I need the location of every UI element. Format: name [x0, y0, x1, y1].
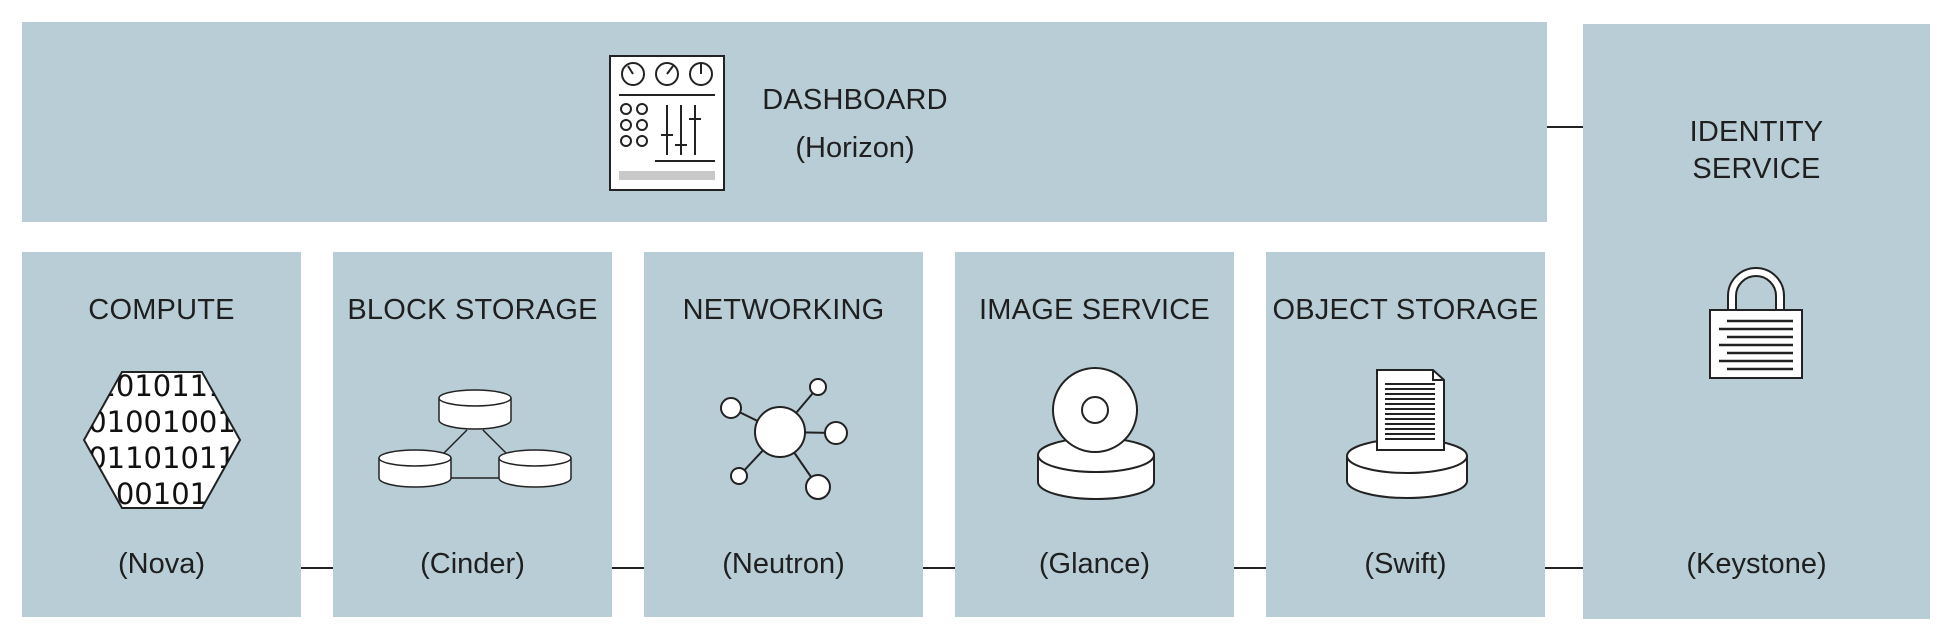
padlock-icon [1709, 267, 1803, 379]
service-title-compute: COMPUTE [88, 294, 235, 326]
dashboard-title: DASHBOARD [762, 84, 948, 116]
connector-block-networking [612, 567, 644, 569]
service-codename-image-service: (Glance) [1038, 548, 1151, 580]
connector-dashboard-identity [1547, 126, 1583, 128]
control-panel-icon [609, 55, 725, 191]
dashboard-codename: (Horizon) [795, 132, 915, 164]
connector-compute-block [301, 567, 333, 569]
connected-disks-icon [378, 389, 572, 488]
service-codename-compute: (Nova) [117, 548, 205, 580]
binary-row-2: 01001001 [88, 405, 236, 439]
connector-image-object [1234, 567, 1266, 569]
identity-codename: (Keystone) [1686, 548, 1827, 580]
binary-row-3: 01101011 [88, 441, 236, 475]
service-codename-networking: (Neutron) [722, 548, 845, 580]
connector-object-identity [1545, 567, 1583, 569]
dashboard-panel [22, 22, 1547, 222]
service-codename-object-storage: (Swift) [1364, 548, 1447, 580]
identity-title-line2: SERVICE [1692, 153, 1821, 185]
service-codename-block-storage: (Cinder) [420, 548, 525, 580]
document-on-disk-icon [1346, 369, 1468, 499]
service-title-image-service: IMAGE SERVICE [979, 294, 1210, 326]
disc-image-icon [1037, 367, 1155, 500]
binary-row-1: 1010111 [97, 369, 226, 403]
binary-row-4: 00101 [116, 477, 208, 511]
service-title-object-storage: OBJECT STORAGE [1272, 294, 1539, 326]
binary-hexagon-icon: 1010111 01001001 01101011 00101 [82, 369, 242, 511]
service-title-block-storage: BLOCK STORAGE [347, 294, 598, 326]
service-title-networking: NETWORKING [682, 294, 885, 326]
service-panel-block-storage [333, 252, 612, 617]
identity-title-line1: IDENTITY [1689, 116, 1824, 148]
connector-networking-image [923, 567, 955, 569]
network-hub-icon [720, 378, 848, 500]
